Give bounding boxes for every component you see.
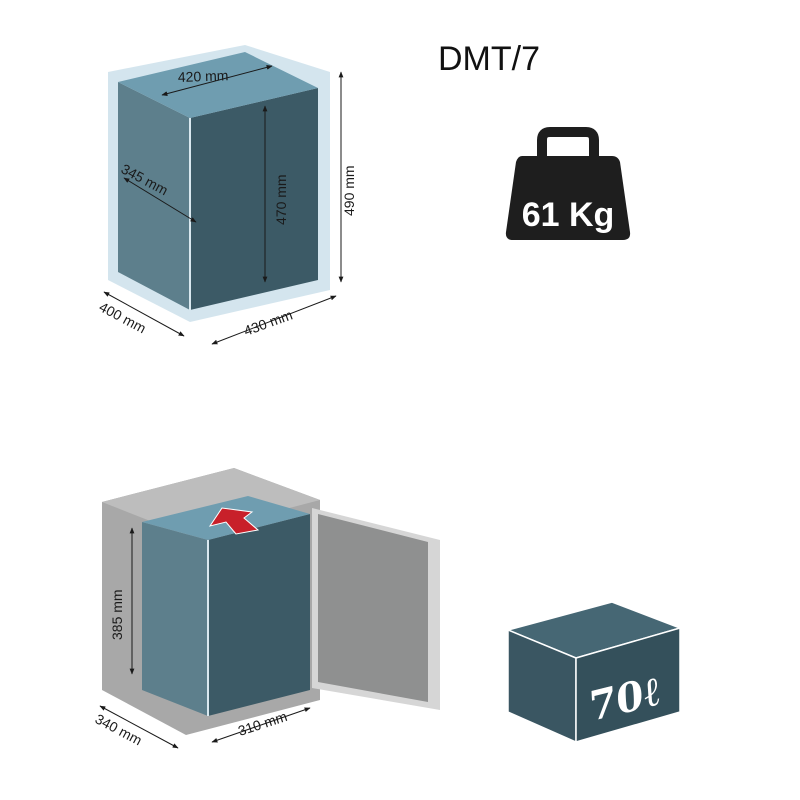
dim-arrow-external-depth — [103, 291, 185, 337]
dim-label-usable-height: 385 mm — [109, 589, 125, 640]
model-title: DMT/7 — [438, 40, 540, 78]
volume-cube-front — [575, 627, 681, 743]
interior-dimension-diagram: 385 mm 340 mm 310 mm — [93, 468, 440, 749]
weight-label: 61 Kg — [522, 196, 615, 234]
dim-label-external-depth: 400 mm — [97, 299, 149, 337]
cabinet-front-face — [190, 88, 318, 310]
inner-front-face — [208, 514, 310, 716]
dim-arrow-usable-width — [211, 707, 311, 743]
dim-arrow-internal-depth — [123, 177, 197, 223]
dim-arrow-usable-depth — [99, 705, 179, 749]
weight-body — [505, 156, 631, 240]
dim-arrow-external-width — [211, 295, 337, 345]
safe-door — [318, 514, 428, 702]
weight-handle — [537, 127, 599, 158]
dim-label-external-width: 430 mm — [242, 306, 295, 338]
weight-icon: 61 Kg — [505, 127, 631, 240]
insert-arrow-icon — [208, 507, 260, 535]
external-dimension-diagram: 420 mm 345 mm 470 mm 490 mm 400 mm 430 m… — [97, 45, 357, 345]
dim-label-external-height: 490 mm — [341, 165, 357, 216]
inner-left-face — [142, 522, 208, 716]
dim-arrow-internal-width — [161, 65, 273, 96]
volume-icon: 70ℓ — [505, 601, 683, 744]
safe-shell-top — [102, 468, 320, 535]
dim-label-internal-width: 420 mm — [178, 67, 229, 85]
dim-label-internal-height: 470 mm — [273, 174, 289, 225]
